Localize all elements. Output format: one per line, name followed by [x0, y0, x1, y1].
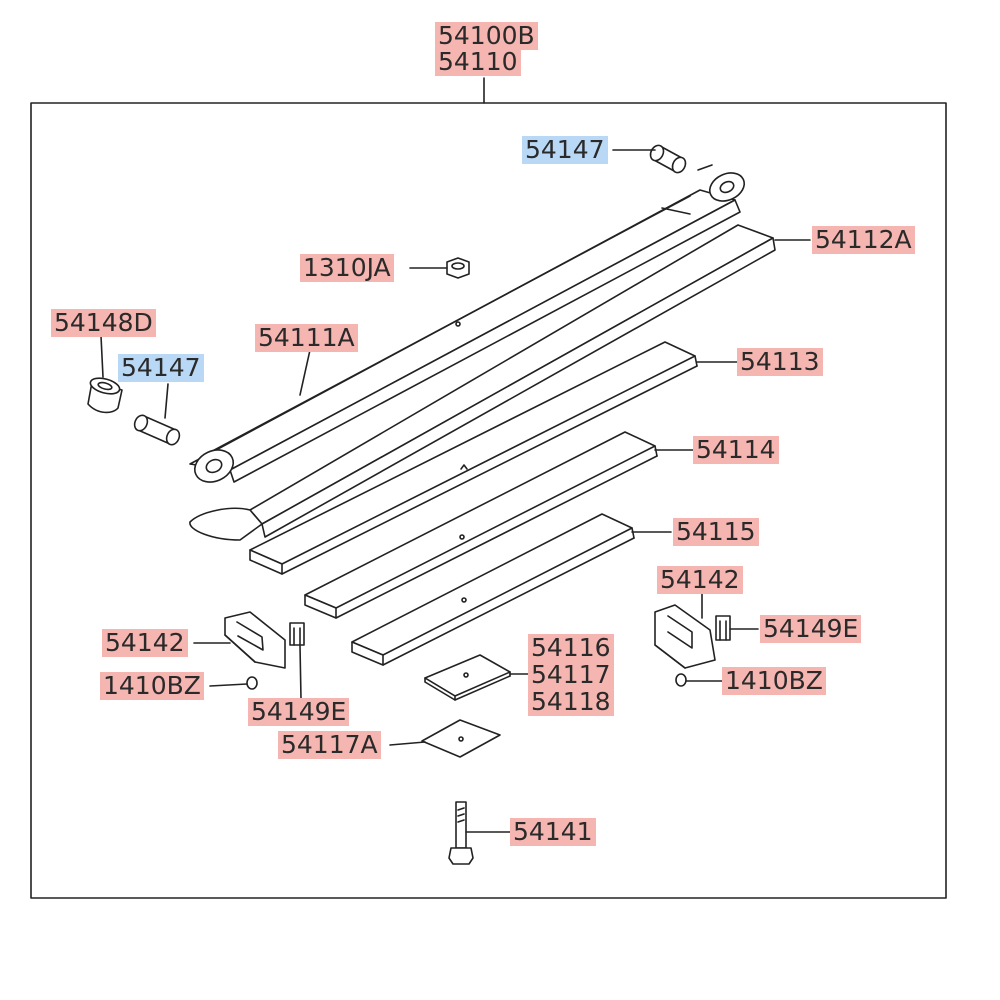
leaf-54114: [304, 431, 658, 619]
nut-1310ja: [446, 257, 470, 279]
leader-lines: [100, 149, 811, 833]
label-54142-left[interactable]: 54142: [102, 629, 188, 657]
label-54149e-left[interactable]: 54149E: [248, 698, 350, 726]
label-1310ja[interactable]: 1310JA: [300, 254, 394, 282]
label-54147-top[interactable]: 54147: [522, 136, 608, 164]
label-54147-left[interactable]: 54147: [118, 354, 204, 382]
label-54111a[interactable]: 54111A: [255, 324, 358, 352]
label-54117a[interactable]: 54117A: [278, 731, 381, 759]
label-54141[interactable]: 54141: [510, 818, 596, 846]
clip-bolt-right: [715, 615, 731, 641]
center-bolt: [448, 801, 474, 865]
clip-right: [654, 604, 716, 669]
rivet-left: [246, 676, 258, 690]
label-54148d[interactable]: 54148D: [51, 309, 156, 337]
leaf-54113: [249, 341, 698, 575]
leaf-54112a: [189, 224, 776, 541]
rivet-right: [675, 673, 687, 687]
label-54100b[interactable]: 54100B: [435, 22, 538, 50]
pad-54117a: [421, 719, 501, 758]
label-54110[interactable]: 54110: [435, 48, 521, 76]
bushing-54148d: [87, 377, 123, 414]
pad-stack: [424, 654, 511, 701]
clip-left: [224, 611, 286, 669]
label-54116[interactable]: 54116: [528, 634, 614, 662]
label-54114[interactable]: 54114: [693, 436, 779, 464]
label-54142-right[interactable]: 54142: [657, 566, 743, 594]
main-leaf-54111a: [189, 164, 746, 483]
label-54118[interactable]: 54118: [528, 688, 614, 716]
bushing-pin-left: [133, 414, 181, 446]
label-1410bz-right[interactable]: 1410BZ: [722, 667, 826, 695]
label-1410bz-left[interactable]: 1410BZ: [100, 672, 204, 700]
bushing-pin-top: [649, 144, 687, 174]
label-54117[interactable]: 54117: [528, 661, 614, 689]
label-54113[interactable]: 54113: [737, 348, 823, 376]
leaf-54115: [351, 513, 635, 666]
label-54149e-right[interactable]: 54149E: [760, 615, 862, 643]
label-54115[interactable]: 54115: [673, 518, 759, 546]
diagram-frame: [30, 102, 947, 899]
clip-bolt-left: [289, 622, 305, 646]
label-54112a[interactable]: 54112A: [812, 226, 915, 254]
